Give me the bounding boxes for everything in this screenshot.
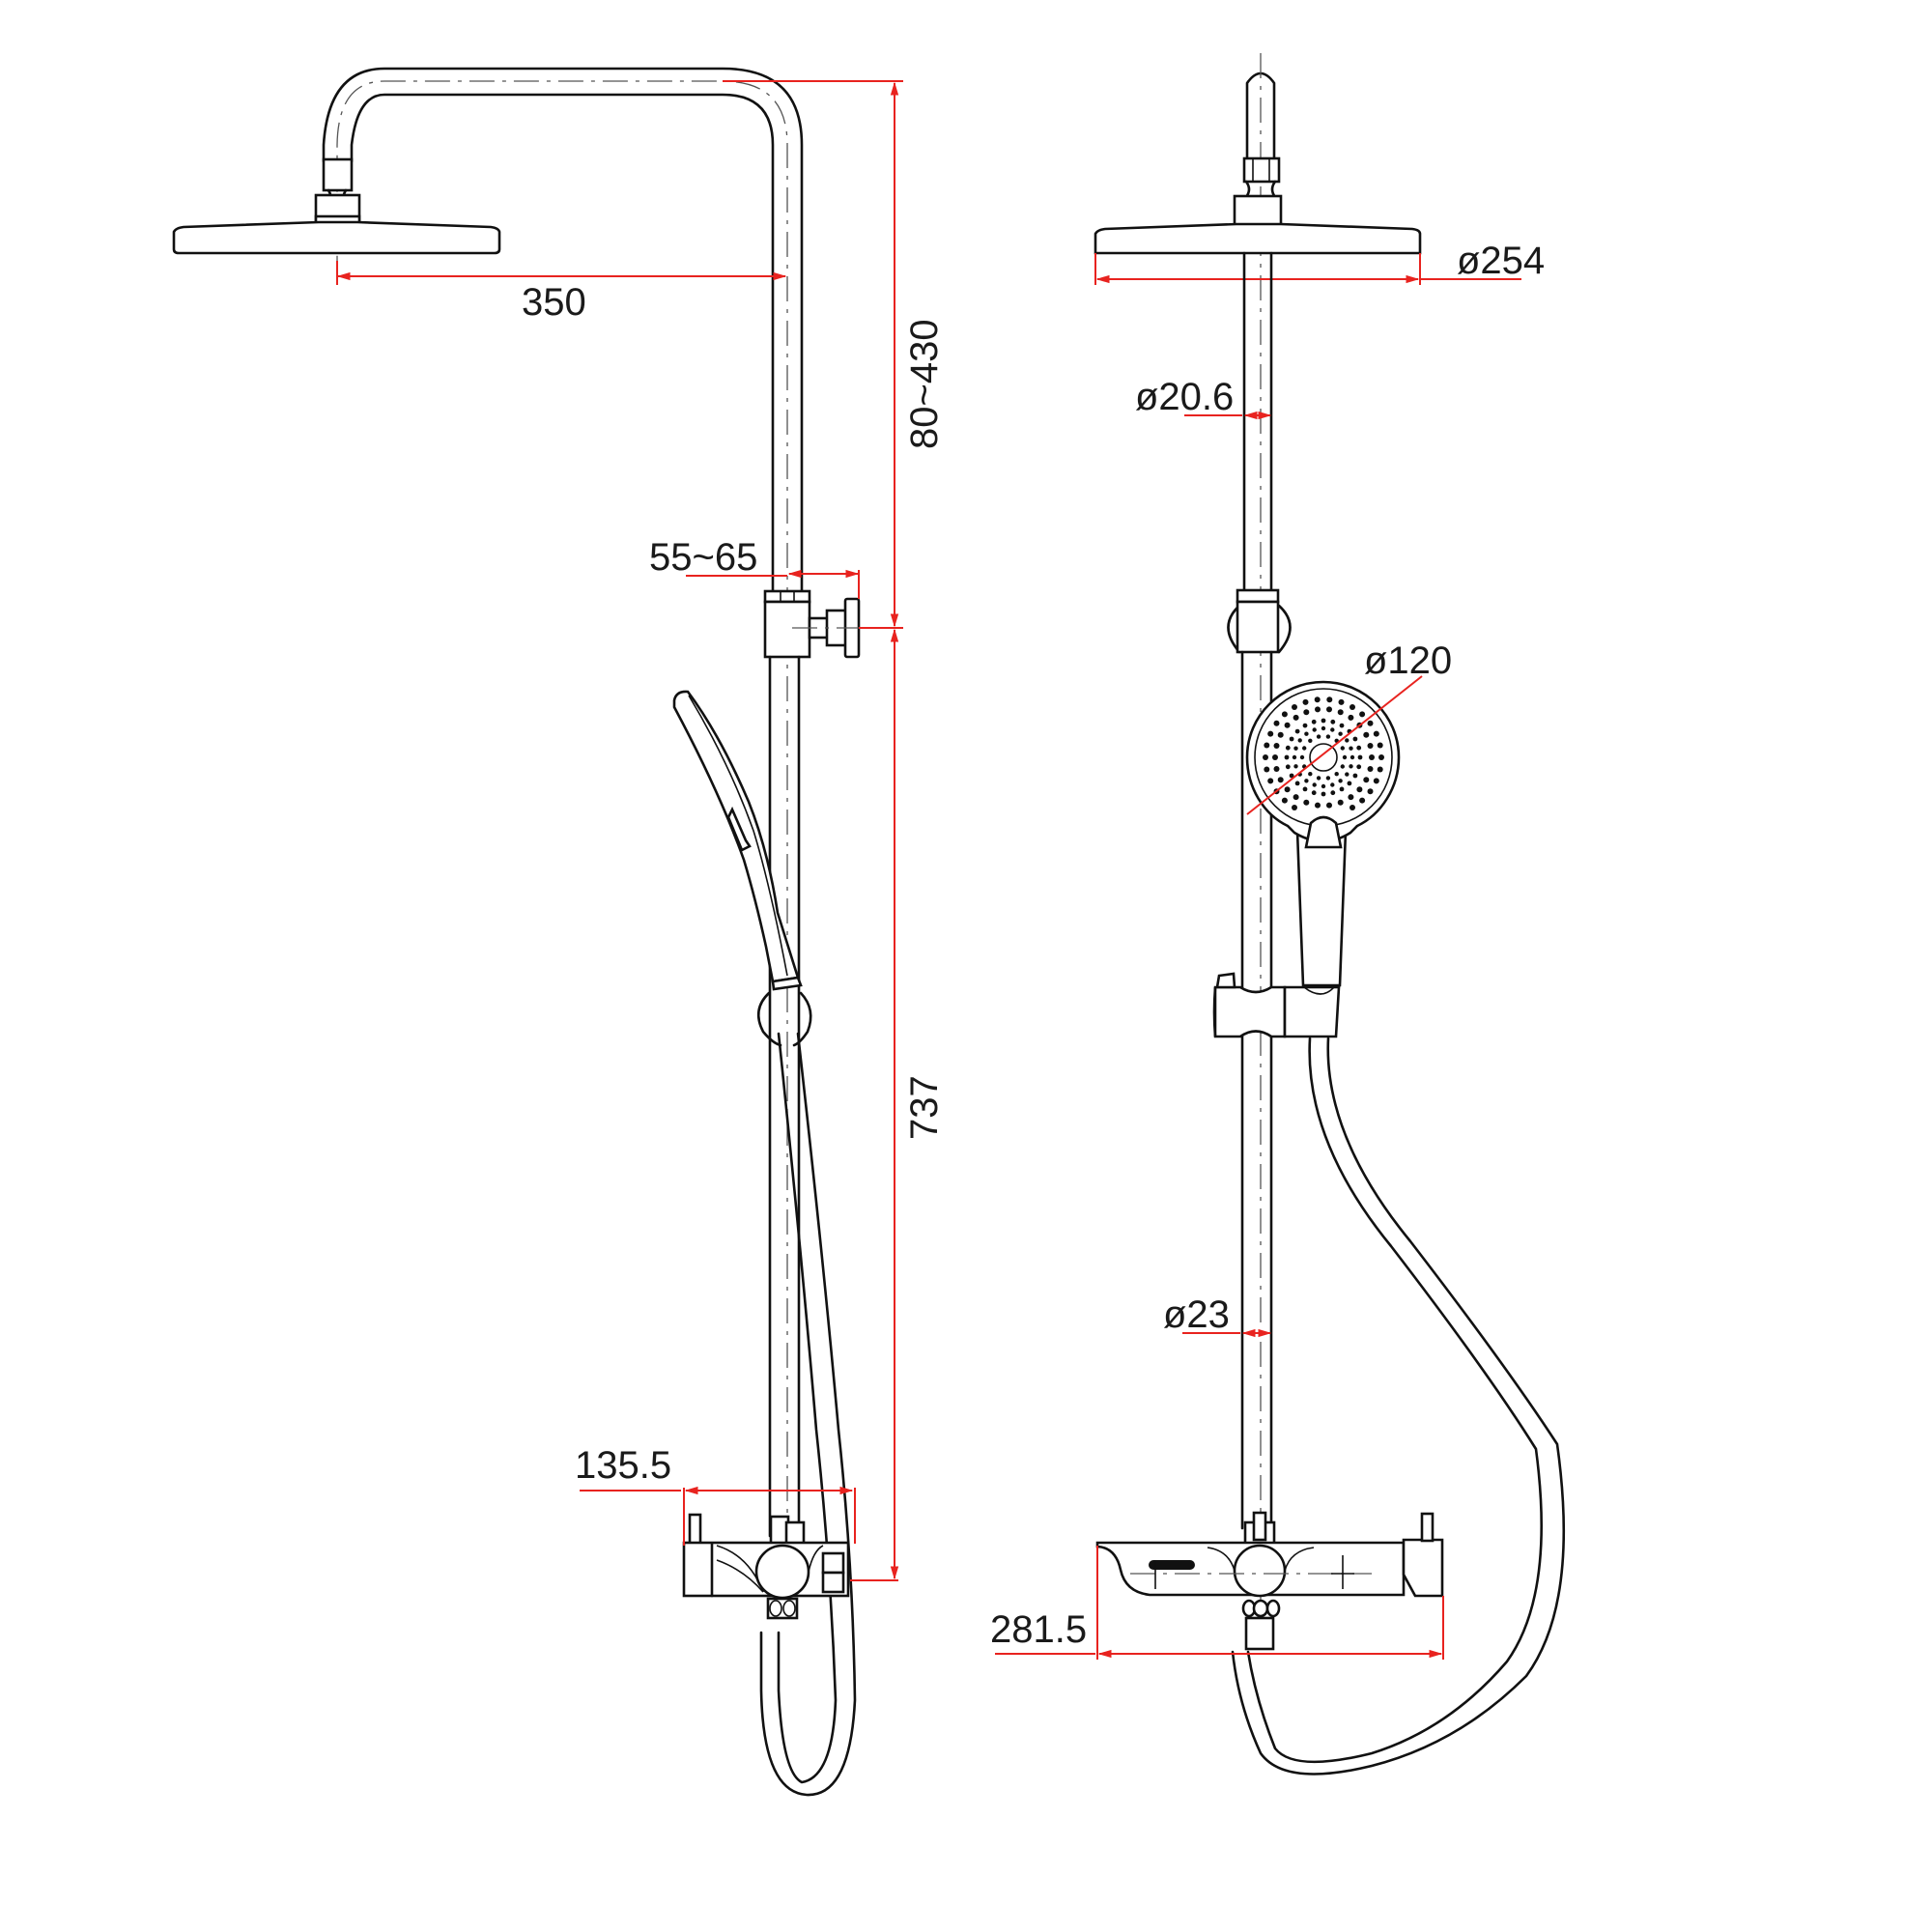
dim-label-55-65: 55~65 [649, 536, 757, 579]
hose-front [1231, 1037, 1566, 1776]
dim-label-80-430: 80~430 [903, 319, 946, 449]
dim-label-120: ø120 [1364, 639, 1452, 682]
dimension-350: 350 [336, 261, 787, 324]
wall-bracket-front [1227, 588, 1292, 654]
dimension-281-5: 281.5 [990, 1546, 1444, 1660]
overhead-shower-head-front [1094, 222, 1422, 255]
spray-nozzles [1263, 696, 1384, 810]
lower-pipe-side [768, 655, 801, 1538]
dim-label-281-5: 281.5 [990, 1608, 1087, 1651]
mixer-side [682, 1513, 850, 1620]
dimension-23: ø23 [1163, 1293, 1272, 1338]
dimension-737: 737 [850, 628, 946, 1581]
head-connector [314, 157, 361, 230]
dimension-55-65: 55~65 [649, 536, 860, 599]
dimension-80-430: 80~430 [723, 80, 946, 628]
dimension-20-6: ø20.6 [1135, 376, 1272, 420]
dim-label-737: 737 [903, 1075, 946, 1140]
hose-side [759, 1032, 857, 1797]
dimension-254: ø254 [1094, 240, 1545, 285]
wall-bracket [763, 589, 903, 659]
slider-bar-holder [1212, 972, 1341, 1038]
dim-label-135-5: 135.5 [575, 1444, 671, 1487]
dimension-135-5: 135.5 [575, 1444, 856, 1546]
mixer-front [1095, 1511, 1444, 1618]
side-view: 350 80~430 55~65 [172, 67, 946, 1797]
hand-shower-side [672, 690, 812, 1047]
front-top-pipe [1233, 53, 1283, 1642]
front-view: ø254 ø20.6 [990, 53, 1566, 1776]
upper-pipe-front [1242, 251, 1273, 601]
dim-label-23: ø23 [1163, 1293, 1230, 1336]
hand-shower-front: ø120 [1245, 639, 1452, 987]
dim-label-20-6: ø20.6 [1135, 376, 1234, 418]
overhead-shower-head [172, 220, 501, 255]
overhead-arm [322, 67, 804, 1546]
dim-label-254: ø254 [1457, 240, 1545, 282]
dim-label-350: 350 [522, 281, 586, 324]
